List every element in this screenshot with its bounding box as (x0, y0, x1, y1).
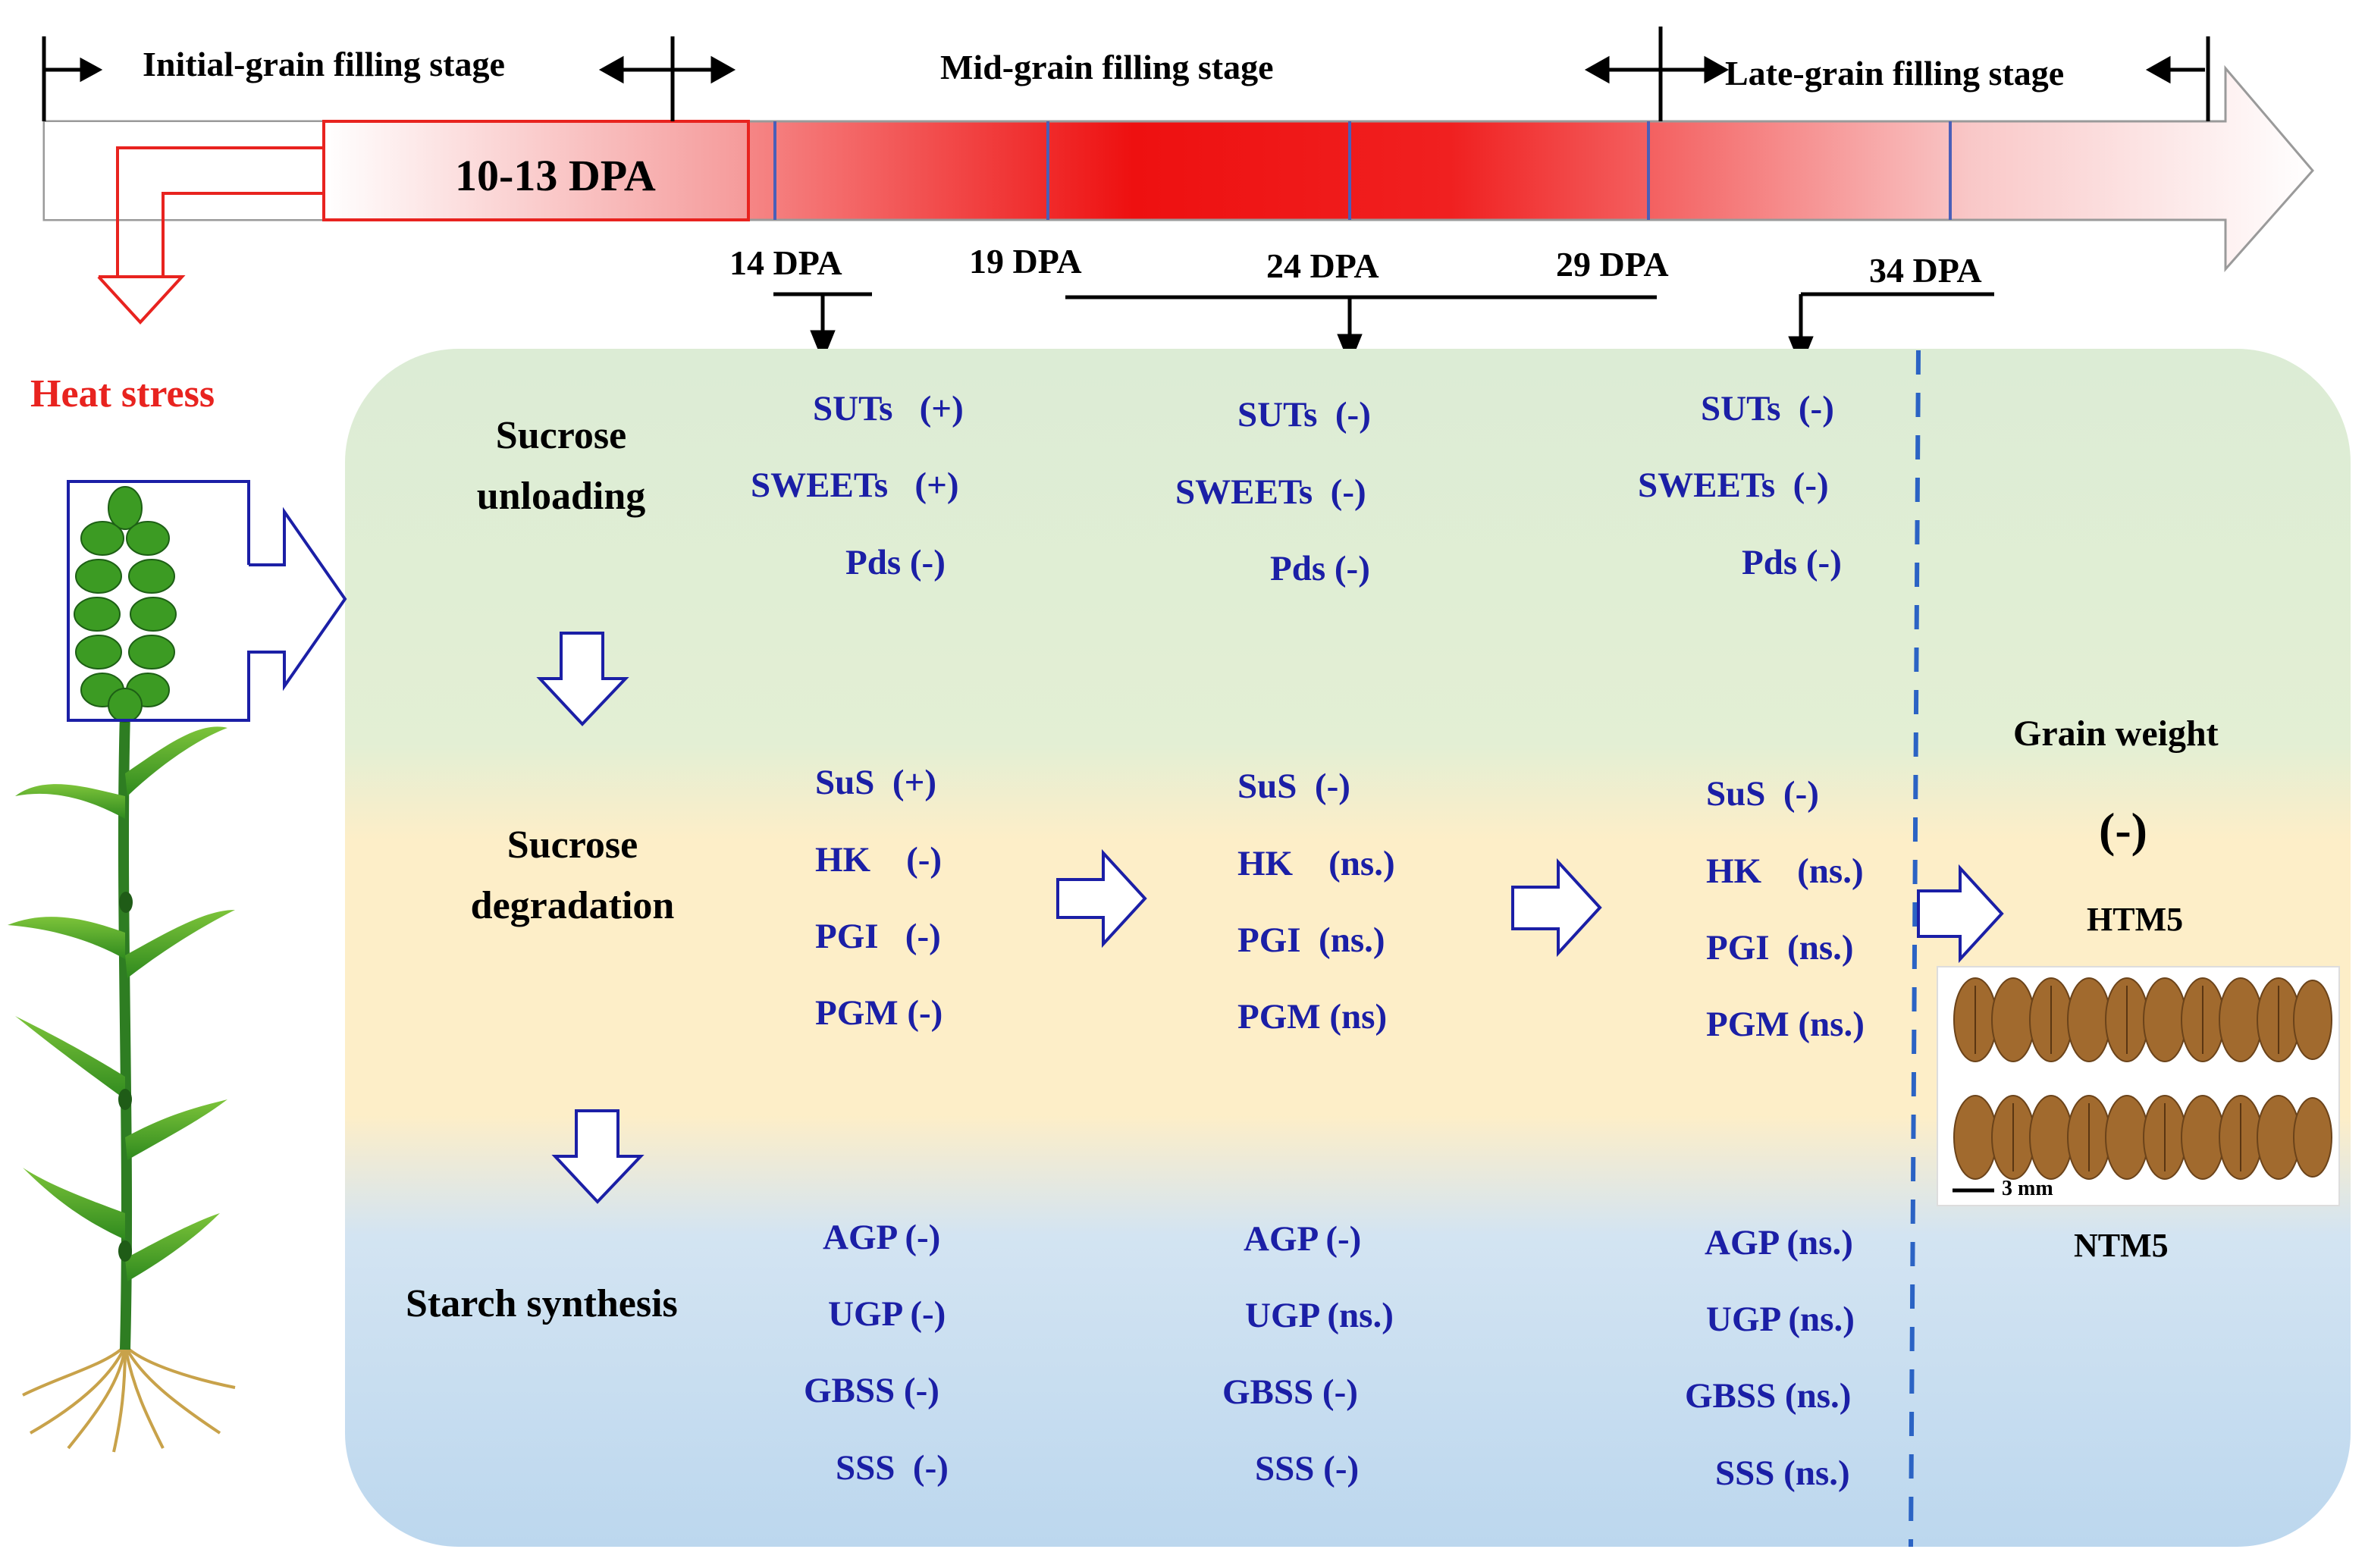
heat-window-label: 10-13 DPA (455, 151, 656, 200)
process-synthesis-label: Starch synthesis (406, 1282, 678, 1325)
dpa-label-34: 34 DPA (1869, 251, 1982, 290)
scale-bar-label: 3 mm (2002, 1177, 2053, 1200)
gene-24-suts: SUTs (-) (1237, 395, 1371, 434)
stage-late-label: Late-grain filling stage (1725, 54, 2065, 93)
grain-weight-title: Grain weight (2013, 713, 2219, 754)
gene-34-suts: SUTs (-) (1701, 389, 1834, 428)
process-degradation-line1: Sucrose (507, 823, 638, 867)
process-unloading-line2: unloading (476, 475, 646, 518)
gene-34-sss: SSS (ns.) (1715, 1454, 1850, 1493)
gene-34-sus: SuS (-) (1706, 774, 1819, 814)
pathway-panel (345, 349, 2351, 1547)
gene-14-ugp: UGP (-) (828, 1294, 946, 1334)
gene-24-hk: HK (ns.) (1237, 844, 1395, 883)
heat-stress-label: Heat stress (30, 372, 215, 416)
grain-photo (1937, 966, 2340, 1206)
heat-window-box (322, 120, 750, 221)
gene-24-pgm: PGM (ns) (1237, 997, 1388, 1036)
gene-24-pgi: PGI (ns.) (1237, 920, 1385, 960)
dpa-label-24: 24 DPA (1266, 246, 1379, 285)
gene-24-pds: Pds (-) (1270, 549, 1370, 588)
process-degradation-line2: degradation (470, 884, 675, 927)
dpa-label-14: 14 DPA (729, 243, 842, 282)
gene-14-sweets: SWEETs (+) (751, 466, 959, 505)
gene-24-ugp: UGP (ns.) (1245, 1296, 1394, 1335)
dpa-label-29: 29 DPA (1556, 245, 1669, 284)
gene-24-gbss: GBSS (-) (1222, 1372, 1358, 1412)
gene-14-agp: AGP (-) (823, 1218, 941, 1257)
gene-24-sus: SuS (-) (1237, 767, 1350, 806)
stage-mid-label: Mid-grain filling stage (940, 48, 1274, 86)
gene-34-hk: HK (ns.) (1706, 851, 1864, 891)
gene-24-sss: SSS (-) (1255, 1449, 1360, 1488)
process-degradation-label: Sucrose degradation (436, 815, 709, 936)
process-unloading-line1: Sucrose (495, 414, 627, 457)
grain-weight-effect: (-) (2099, 803, 2147, 857)
heat-stress-arrow (97, 146, 324, 325)
process-unloading-label: Sucrose unloading (425, 406, 698, 527)
gene-14-sss: SSS (-) (836, 1448, 949, 1488)
gene-34-ugp: UGP (ns.) (1706, 1300, 1855, 1339)
dpa-label-19: 19 DPA (969, 242, 1082, 281)
gene-14-hk: HK (-) (815, 840, 943, 880)
htm5-label: HTM5 (2087, 901, 2184, 938)
gene-14-sus: SuS (+) (815, 763, 937, 802)
gene-34-pgm: PGM (ns.) (1706, 1005, 1865, 1044)
gene-34-pgi: PGI (ns.) (1706, 928, 1854, 967)
gene-14-gbss: GBSS (-) (804, 1371, 939, 1410)
gene-34-agp: AGP (ns.) (1705, 1223, 1853, 1262)
gene-14-pgi: PGI (-) (815, 917, 941, 956)
spike-callout-arrow (67, 480, 347, 722)
wheat-plant-icon (8, 486, 236, 1453)
gene-14-suts: SUTs (+) (813, 389, 964, 428)
process-down-arrows (536, 632, 645, 1204)
gene-24-sweets: SWEETs (-) (1175, 472, 1366, 512)
gene-34-gbss: GBSS (ns.) (1685, 1376, 1852, 1416)
stage-initial-label: Initial-grain filling stage (143, 45, 505, 83)
stage-boundaries (42, 27, 2210, 121)
gene-34-pds: Pds (-) (1742, 543, 1842, 582)
gene-14-pgm: PGM (-) (815, 993, 943, 1033)
gene-14-pds: Pds (-) (845, 543, 946, 582)
gene-34-sweets: SWEETs (-) (1638, 466, 1829, 505)
stage-divider-dashed (1909, 350, 1921, 1548)
dpa-tick-lines (773, 121, 1952, 220)
ntm5-label: NTM5 (2074, 1227, 2169, 1264)
gene-24-agp: AGP (-) (1244, 1219, 1362, 1259)
stage-transition-arrows (1056, 848, 2004, 964)
